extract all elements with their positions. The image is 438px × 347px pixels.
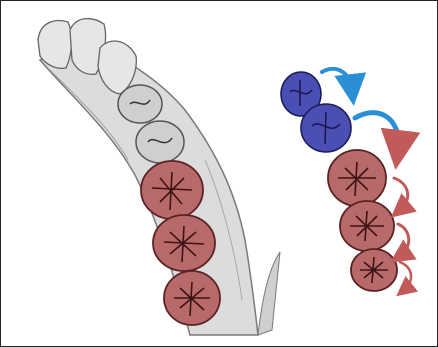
- deciduous-tooth-2: [301, 104, 351, 152]
- molar-2: [153, 215, 215, 271]
- molar-b: [340, 201, 394, 251]
- molar-a: [328, 150, 386, 206]
- deciduous-teeth: [281, 72, 351, 152]
- molar-1: [141, 161, 203, 219]
- molar-3: [164, 271, 220, 325]
- arrow-5: [400, 262, 411, 290]
- arrow-1: [322, 69, 352, 90]
- molar-sequence: [328, 150, 397, 291]
- arrow-4: [398, 224, 409, 256]
- arrow-2: [355, 113, 398, 150]
- arrow-3: [394, 178, 408, 210]
- molar-c: [351, 249, 397, 291]
